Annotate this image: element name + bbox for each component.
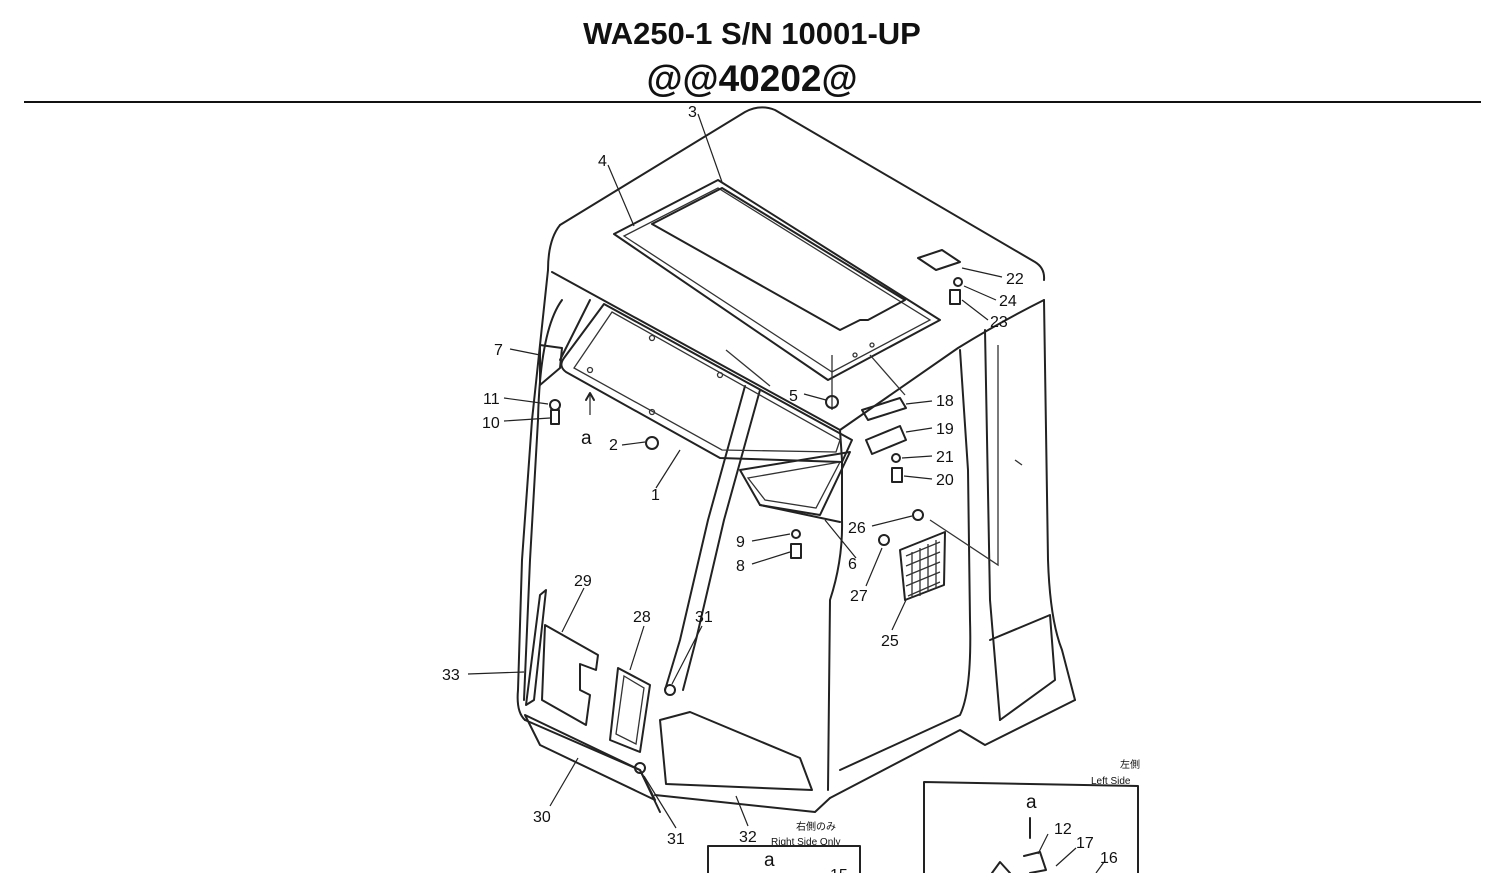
detail-left-caption-jp: 左側 (1120, 758, 1140, 771)
detail-left-caption-en: Left Side (1091, 776, 1131, 787)
grille-25 (878, 509, 946, 601)
callout-18: 18 (936, 393, 954, 410)
callout-30: 30 (533, 809, 551, 826)
detail-right-view-letter: a (764, 850, 775, 871)
callout-labels: 1 2 3 4 5 6 7 8 9 10 11 18 19 20 21 22 2… (442, 104, 1024, 848)
callout-7: 7 (494, 342, 503, 359)
detail-right-caption-en: Right Side Only (771, 837, 840, 848)
callout-21: 21 (936, 449, 954, 466)
detail-left-side: 左側 Left Side a 12 17 16 (923, 758, 1140, 873)
callout-22: 22 (1006, 271, 1024, 288)
callout-28: 28 (633, 609, 651, 626)
view-letter-main: a (581, 428, 592, 449)
callout-33: 33 (442, 667, 460, 684)
header-rule (24, 101, 1481, 103)
detail-right-caption-jp: 右側のみ (796, 820, 836, 833)
callout-16: 16 (1100, 850, 1118, 867)
callout-9: 9 (736, 534, 745, 551)
callout-1: 1 (651, 487, 660, 504)
callout-4: 4 (598, 153, 607, 170)
callout-29: 29 (574, 573, 592, 590)
front-glass (560, 303, 853, 463)
callout-20: 20 (936, 472, 954, 489)
callout-24: 24 (999, 293, 1017, 310)
callout-23: 23 (990, 314, 1008, 331)
callout-11: 11 (483, 391, 500, 408)
callout-19: 19 (936, 421, 954, 438)
roof-panel (613, 179, 941, 410)
parts-22-24 (917, 249, 963, 305)
rail-30 (524, 714, 656, 801)
strip-33 (525, 589, 547, 706)
detail-left-view-letter: a (1026, 792, 1037, 813)
callout-6: 6 (848, 556, 857, 573)
fastener-5 (825, 395, 839, 409)
callout-25: 25 (881, 633, 899, 650)
drawing-code: @@40202@ (646, 58, 858, 99)
leader-lines (467, 113, 1003, 829)
callout-8: 8 (736, 558, 745, 575)
callout-32: 32 (739, 829, 757, 846)
detail-right-side: 右側のみ Right Side Only a 15 (707, 820, 861, 873)
callout-15: 15 (830, 867, 848, 873)
callout-2: 2 (609, 437, 618, 454)
callout-26: 26 (848, 520, 866, 537)
callout-3: 3 (688, 104, 697, 121)
callout-17: 17 (1076, 835, 1094, 852)
plates-28-29 (541, 624, 676, 753)
fastener-2 (645, 436, 659, 450)
callout-10: 10 (482, 415, 500, 432)
bolt-8-9 (790, 529, 802, 559)
drawing-title: WA250-1 S/N 10001-UP (583, 16, 921, 51)
callout-31-upper: 31 (695, 609, 713, 626)
callout-5: 5 (789, 388, 798, 405)
callout-31-lower: 31 (667, 831, 685, 848)
callout-27: 27 (850, 588, 868, 605)
parts-18-21 (861, 397, 907, 483)
callout-12: 12 (1054, 821, 1072, 838)
wiper-arm (539, 299, 595, 425)
bracket-6 (739, 451, 851, 523)
